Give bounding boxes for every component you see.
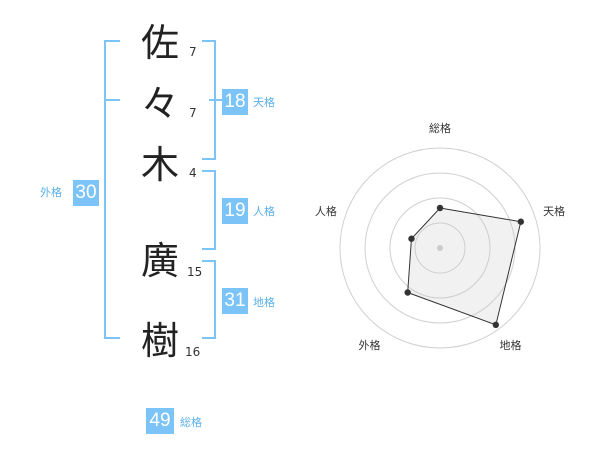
radar-point-5 bbox=[408, 235, 415, 242]
radar-ring-2 bbox=[389, 197, 491, 299]
stroke-count-5: 16 bbox=[185, 345, 201, 359]
soukaku-label: 総格 bbox=[180, 416, 202, 429]
stroke-count-1: 7 bbox=[189, 45, 197, 59]
name-char-4: 廣 bbox=[140, 239, 179, 283]
chikaku-value-badge: 31 bbox=[222, 288, 248, 314]
name-char-5: 樹 bbox=[140, 319, 179, 363]
radar-ring-4 bbox=[339, 147, 541, 349]
gaikaku-label: 外格 bbox=[40, 186, 62, 199]
chikaku-label: 地格 bbox=[253, 296, 275, 309]
radar-ring-3 bbox=[364, 172, 516, 324]
radar-axis-label-5: 人格 bbox=[315, 204, 337, 218]
tenkaku-value-badge: 18 bbox=[222, 89, 248, 115]
name-char-1: 佐 bbox=[140, 21, 179, 65]
name-char-2: 々 bbox=[140, 82, 179, 126]
tenkaku-connector bbox=[209, 99, 223, 101]
name-char-3: 木 bbox=[140, 143, 179, 187]
gaikaku-bracket-tick bbox=[104, 99, 120, 101]
gaikaku-value-badge: 30 bbox=[73, 180, 99, 206]
soukaku-value-badge: 49 bbox=[146, 408, 174, 434]
radar-point-4 bbox=[404, 289, 411, 296]
radar-axis-label-3: 地格 bbox=[500, 338, 522, 352]
radar-point-1 bbox=[436, 204, 444, 212]
radar-area bbox=[407, 207, 522, 326]
gaikaku-bracket bbox=[104, 40, 120, 339]
radar-point-3 bbox=[492, 321, 500, 329]
stroke-count-4: 15 bbox=[187, 265, 203, 279]
radar-center bbox=[437, 245, 443, 251]
radar-point-2 bbox=[517, 218, 525, 225]
radar-ring-1 bbox=[414, 222, 466, 274]
radar-axis-label-2: 天格 bbox=[543, 204, 565, 218]
chikaku-bracket bbox=[202, 260, 216, 339]
tenkaku-label: 天格 bbox=[253, 96, 275, 109]
stroke-count-2: 7 bbox=[189, 106, 197, 120]
radar-axis-label-4: 外格 bbox=[358, 338, 380, 352]
stroke-count-3: 4 bbox=[189, 166, 197, 180]
jinkaku-label: 人格 bbox=[253, 205, 275, 218]
jinkaku-value-badge: 19 bbox=[222, 198, 248, 224]
jinkaku-bracket bbox=[202, 170, 216, 250]
radar-axis-label-1: 総格 bbox=[429, 121, 451, 135]
